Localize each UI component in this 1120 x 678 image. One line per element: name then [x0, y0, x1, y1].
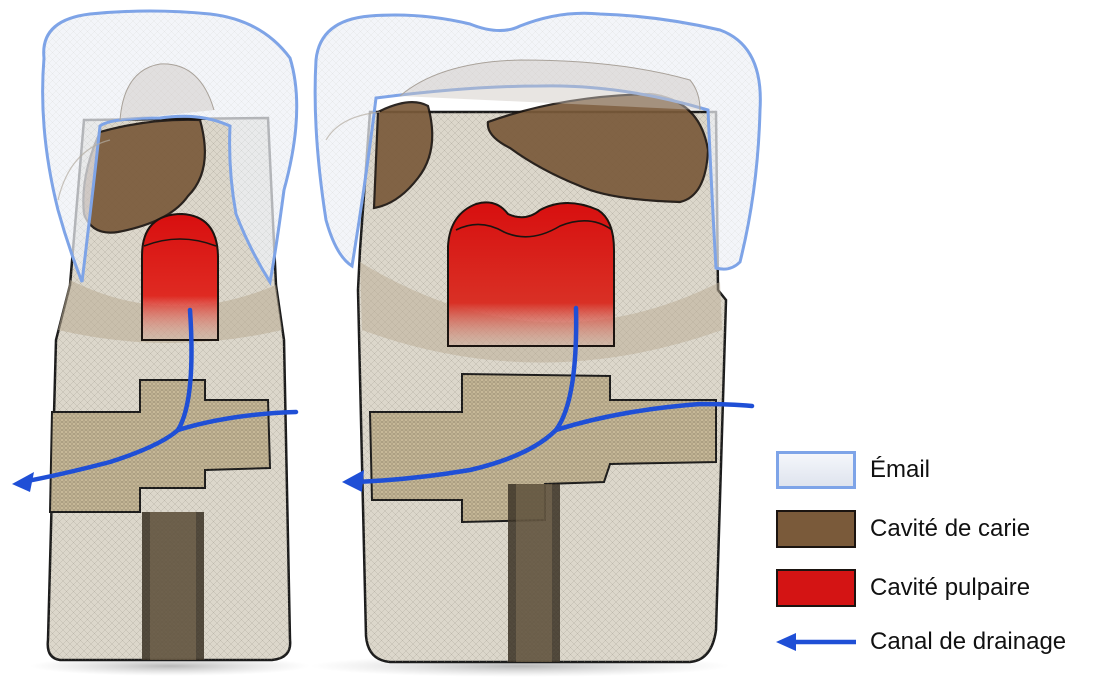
right-tooth: [315, 13, 760, 662]
legend-label-caries: Cavité de carie: [870, 515, 1030, 543]
legend-item-pulp: Cavité pulpaire: [776, 566, 1030, 610]
drain-arrow-icon: [776, 623, 856, 661]
legend-item-enamel: Émail: [776, 448, 930, 492]
left-tooth: [12, 11, 297, 660]
right-pulp-cavity: [448, 202, 614, 346]
pulp-swatch: [776, 569, 856, 607]
legend-item-caries: Cavité de carie: [776, 507, 1030, 551]
legend-label-pulp: Cavité pulpaire: [870, 574, 1030, 602]
legend-item-drain: Canal de drainage: [776, 620, 1066, 664]
legend-label-enamel: Émail: [870, 456, 930, 484]
caries-swatch: [776, 510, 856, 548]
right-arrow-head: [342, 470, 364, 492]
left-arrow-head: [12, 472, 34, 492]
enamel-swatch: [776, 451, 856, 489]
left-pulp-cavity: [142, 214, 218, 340]
legend-label-drain: Canal de drainage: [870, 628, 1066, 656]
